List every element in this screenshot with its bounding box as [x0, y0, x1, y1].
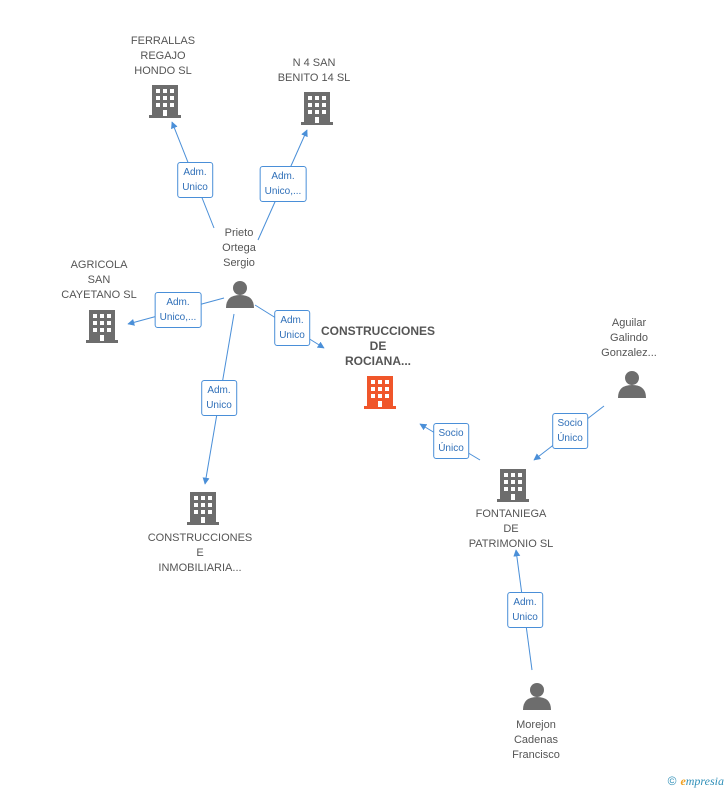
person-icon-prieto — [226, 281, 254, 308]
node-label-prieto[interactable]: Prieto Ortega Sergio — [222, 227, 256, 269]
building-icon-main — [364, 376, 396, 409]
edge-label-morejon-fontaniega[interactable]: Adm. Unico — [507, 592, 543, 628]
person-icon-morejon — [523, 683, 551, 710]
edge-label-prieto-agricola[interactable]: Adm. Unico,... — [154, 292, 202, 328]
edge-label-prieto-n4san[interactable]: Adm. Unico,... — [259, 166, 307, 202]
building-icon-construcciones-e — [187, 492, 219, 525]
node-label-main[interactable]: CONSTRUCCIONES DE ROCIANA... — [320, 324, 436, 368]
building-icon-n4san — [301, 92, 333, 125]
node-label-ferrallas[interactable]: FERRALLAS REGAJO HONDO SL — [130, 35, 196, 77]
copyright-symbol: © — [667, 774, 677, 788]
node-label-aguilar[interactable]: Aguilar Galindo Gonzalez... — [601, 317, 657, 359]
brand-logo-initial: e — [680, 774, 686, 788]
node-label-agricola[interactable]: AGRICOLA SAN CAYETANO SL — [61, 259, 137, 301]
node-label-morejon[interactable]: Morejon Cadenas Francisco — [512, 719, 560, 761]
node-label-fontaniega[interactable]: FONTANIEGA DE PATRIMONIO SL — [468, 508, 554, 550]
edge-label-prieto-construcciones-e[interactable]: Adm. Unico — [201, 380, 237, 416]
node-label-construcciones-e[interactable]: CONSTRUCCIONES E INMOBILIARIA... — [147, 532, 253, 574]
edge-label-prieto-main[interactable]: Adm. Unico — [274, 310, 310, 346]
person-icon-aguilar — [618, 371, 646, 398]
building-icon-agricola — [86, 310, 118, 343]
edge-label-aguilar-fontaniega[interactable]: Socio Único — [552, 413, 588, 449]
brand-footer[interactable]: ©empresia — [668, 774, 724, 789]
building-icon-ferrallas — [149, 85, 181, 118]
brand-logo-text: mpresia — [685, 774, 724, 788]
edge-label-fontaniega-main[interactable]: Socio Único — [433, 423, 469, 459]
node-label-n4san[interactable]: N 4 SAN BENITO 14 SL — [277, 57, 351, 84]
building-icon-fontaniega — [497, 469, 529, 502]
edge-label-prieto-ferrallas[interactable]: Adm. Unico — [177, 162, 213, 198]
